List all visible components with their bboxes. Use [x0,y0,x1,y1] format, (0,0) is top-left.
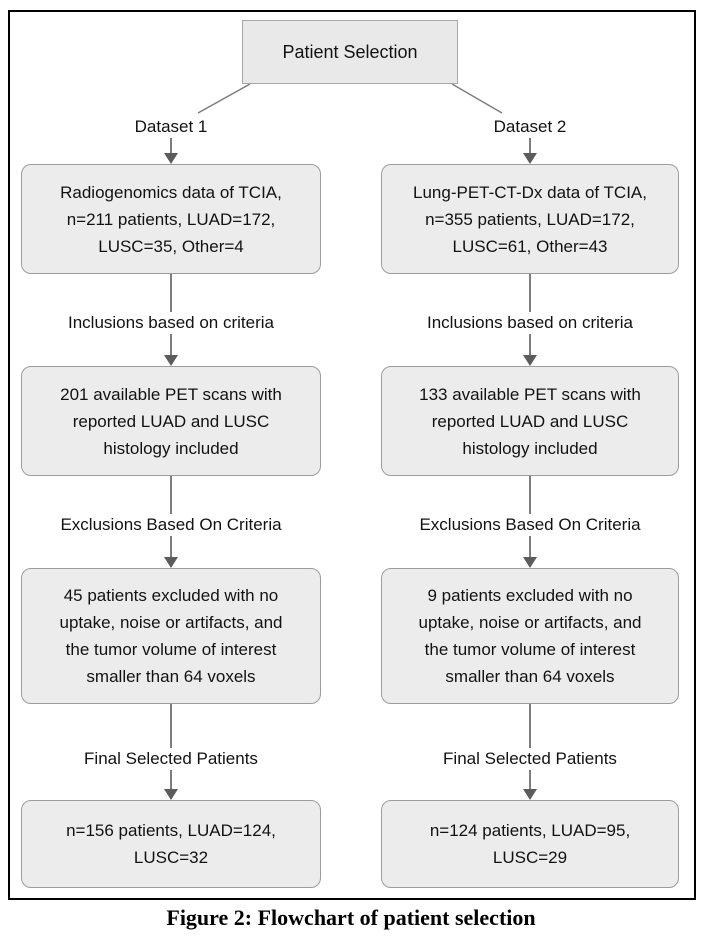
flow-arrow [523,770,537,800]
excluded-patients-box: 9 patients excluded with no uptake, nois… [381,568,679,704]
inclusion-step-label: Inclusions based on criteria [67,313,274,332]
dataset2-label: Dataset 2 [493,117,567,136]
dataset1-label: Dataset 1 [134,117,208,136]
branch-lines [197,83,503,114]
final-step-label: Final Selected Patients [443,749,617,768]
flow-arrow [164,138,178,164]
figure-caption: Figure 2: Flowchart of patient selection [166,905,536,930]
arrow-stem [529,334,531,355]
source-data-text: Radiogenomics data of TCIA, n=211 patien… [60,182,282,256]
flow-arrow [523,334,537,366]
excluded-patients-text: 9 patients excluded with no uptake, nois… [418,586,642,686]
flow-arrow [164,770,178,800]
arrow-stem [170,334,172,355]
arrow-down-icon [523,153,537,164]
connector-line [170,476,172,514]
arrow-down-icon [164,153,178,164]
included-scans-box: 133 available PET scans with reported LU… [381,366,679,476]
included-scans-text: 133 available PET scans with reported LU… [419,384,641,458]
exclusion-step-label: Exclusions Based On Criteria [60,515,282,534]
included-scans-box: 201 available PET scans with reported LU… [21,366,321,476]
arrow-stem [170,770,172,789]
excluded-patients-text: 45 patients excluded with no uptake, noi… [59,586,283,686]
connector-line [529,274,531,312]
final-patients-text: n=124 patients, LUAD=95, LUSC=29 [429,821,631,867]
source-data-box: Radiogenomics data of TCIA, n=211 patien… [21,164,321,274]
arrow-down-icon [523,355,537,366]
connector-line [529,476,531,514]
flow-arrow [523,536,537,568]
arrow-stem [529,138,531,153]
arrow-stem [529,536,531,557]
branch-line-right [451,83,503,114]
patient-selection-box: Patient Selection [242,20,458,84]
final-step-label: Final Selected Patients [84,749,258,768]
flow-arrow [523,138,537,164]
arrow-down-icon [164,557,178,568]
flowchart-frame: Patient Selection Dataset 1 Radiogenomic… [8,10,696,900]
connector-line [170,704,172,748]
connector-line [170,274,172,312]
final-patients-box: n=124 patients, LUAD=95, LUSC=29 [381,800,679,888]
dataset1-column: Dataset 1 Radiogenomics data of TCIA, n=… [21,116,321,888]
arrow-down-icon [523,789,537,800]
branch-line-left [197,83,251,114]
patient-selection-label: Patient Selection [282,41,418,62]
arrow-down-icon [164,789,178,800]
arrow-stem [170,138,172,153]
final-patients-box: n=156 patients, LUAD=124, LUSC=32 [21,800,321,888]
exclusion-step-label: Exclusions Based On Criteria [419,515,641,534]
flow-arrow [164,536,178,568]
arrow-stem [529,770,531,789]
connector-line [529,704,531,748]
flow-arrow [164,334,178,366]
excluded-patients-box: 45 patients excluded with no uptake, noi… [21,568,321,704]
source-data-box: Lung-PET-CT-Dx data of TCIA, n=355 patie… [381,164,679,274]
inclusion-step-label: Inclusions based on criteria [426,313,633,332]
included-scans-text: 201 available PET scans with reported LU… [60,384,282,458]
arrow-down-icon [164,355,178,366]
dataset2-column: Dataset 2 Lung-PET-CT-Dx data of TCIA, n… [381,116,679,888]
arrow-stem [170,536,172,557]
arrow-down-icon [523,557,537,568]
final-patients-text: n=156 patients, LUAD=124, LUSC=32 [66,821,276,867]
source-data-text: Lung-PET-CT-Dx data of TCIA, n=355 patie… [413,182,647,256]
